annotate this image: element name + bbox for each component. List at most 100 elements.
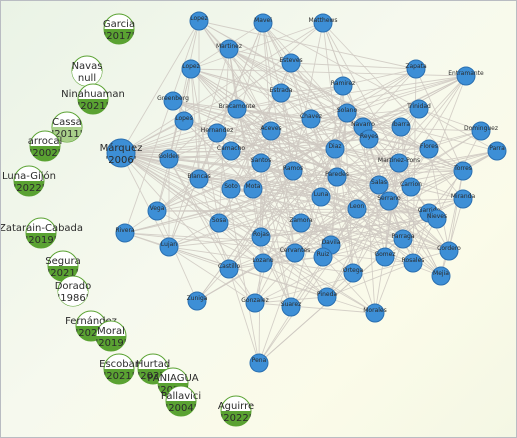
node-circle[interactable] <box>159 149 179 169</box>
node-circle[interactable] <box>325 139 345 159</box>
author-node-garcia[interactable]: Garcia'2017' <box>103 13 135 45</box>
node-circle[interactable] <box>365 303 385 323</box>
node-circle[interactable] <box>369 175 389 195</box>
node-circle[interactable] <box>471 121 491 141</box>
node-circle[interactable] <box>147 201 167 221</box>
coauthor-node[interactable]: Mejia <box>431 266 451 286</box>
node-circle[interactable] <box>313 247 333 267</box>
node-circle[interactable] <box>159 237 179 257</box>
coauthor-node[interactable]: Cervantes <box>280 243 311 263</box>
coauthor-node[interactable]: Lujan <box>159 237 179 257</box>
node-circle[interactable] <box>189 169 209 189</box>
coauthor-node[interactable]: Soto <box>221 179 241 199</box>
coauthor-node[interactable]: Luna <box>311 187 331 207</box>
coauthor-node[interactable]: Carrion <box>400 177 422 197</box>
coauthor-node[interactable]: Salas <box>369 175 389 195</box>
coauthor-node[interactable]: Entramante <box>448 66 484 86</box>
node-circle[interactable] <box>337 103 357 123</box>
node-circle[interactable] <box>389 153 409 173</box>
node-circle[interactable] <box>243 179 263 199</box>
coauthor-node[interactable]: Estrada <box>270 83 293 103</box>
node-circle[interactable] <box>327 167 347 187</box>
coauthor-node[interactable]: Mota <box>243 179 263 199</box>
node-circle[interactable] <box>431 266 451 286</box>
coauthor-node[interactable]: Rojas <box>251 227 271 247</box>
node-circle[interactable] <box>379 191 399 211</box>
coauthor-node[interactable]: Gonzalez <box>241 293 269 313</box>
coauthor-node[interactable]: Lozano <box>252 253 274 273</box>
coauthor-node[interactable]: Miranda <box>451 189 476 209</box>
node-circle[interactable] <box>453 161 473 181</box>
coauthor-node[interactable]: Martinez <box>216 39 242 59</box>
coauthor-node[interactable]: Parra <box>487 141 507 161</box>
node-circle[interactable] <box>249 353 269 373</box>
node-circle[interactable] <box>187 291 207 311</box>
coauthor-node[interactable]: Pineda <box>317 287 337 307</box>
coauthor-node[interactable]: Sosa <box>209 213 229 233</box>
node-circle[interactable] <box>409 99 429 119</box>
coauthor-node[interactable]: Suarez <box>281 297 301 317</box>
coauthor-node[interactable]: Aceves <box>260 121 282 141</box>
node-circle[interactable] <box>406 59 426 79</box>
node-circle[interactable] <box>343 263 363 283</box>
author-node-arrocal[interactable]: arrocal'2002' <box>28 130 62 162</box>
author-node-cassa[interactable]: Cassa'2011' <box>51 111 83 143</box>
node-circle[interactable] <box>313 13 333 33</box>
node-circle[interactable] <box>453 189 473 209</box>
node-circle[interactable] <box>251 153 271 173</box>
author-node-aguirre[interactable]: Aguirre'2022' <box>218 395 254 427</box>
node-circle[interactable] <box>253 253 273 273</box>
coauthor-node[interactable]: Ibarra <box>391 117 411 137</box>
node-circle[interactable] <box>219 259 239 279</box>
node-circle[interactable] <box>311 187 331 207</box>
node-circle[interactable] <box>403 253 423 273</box>
node-circle[interactable] <box>181 59 201 79</box>
coauthor-node[interactable]: Lopez <box>181 59 201 79</box>
node-circle[interactable] <box>291 213 311 233</box>
coauthor-node[interactable]: Greenberg <box>157 91 189 111</box>
coauthor-node[interactable]: Ramos <box>283 161 303 181</box>
coauthor-node[interactable]: Chavez <box>300 109 322 129</box>
coauthor-node[interactable]: Leon <box>347 199 367 219</box>
coauthor-node[interactable]: Bracamonte <box>219 99 256 119</box>
node-circle[interactable] <box>347 199 367 219</box>
coauthor-node[interactable]: Matthews <box>308 13 338 33</box>
coauthor-node[interactable]: Ruiz <box>313 247 333 267</box>
node-circle[interactable] <box>227 99 247 119</box>
node-circle[interactable] <box>285 243 305 263</box>
author-node-luna-gijon[interactable]: Luna-Gijón'2022' <box>2 165 56 197</box>
node-circle[interactable] <box>253 13 273 33</box>
node-circle[interactable] <box>209 213 229 233</box>
node-circle[interactable] <box>333 76 353 96</box>
author-node-moral[interactable]: Moral'2019' <box>95 320 127 352</box>
node-circle[interactable] <box>245 293 265 313</box>
coauthor-node[interactable]: Morales <box>363 303 387 323</box>
coauthor-node[interactable]: Dominguez <box>464 121 498 141</box>
node-circle[interactable] <box>301 109 321 129</box>
coauthor-node[interactable]: Esteves <box>279 53 303 73</box>
node-circle[interactable] <box>106 138 136 168</box>
coauthor-node[interactable]: Hernandez <box>201 123 234 143</box>
node-circle[interactable] <box>174 111 194 131</box>
node-circle[interactable] <box>317 287 337 307</box>
node-circle[interactable] <box>391 117 411 137</box>
coauthor-node[interactable]: Santos <box>251 153 271 173</box>
coauthor-node[interactable]: Blancas <box>187 169 211 189</box>
coauthor-node[interactable]: Pena <box>249 353 269 373</box>
node-circle[interactable] <box>221 179 241 199</box>
node-circle[interactable] <box>419 139 439 159</box>
coauthor-node[interactable]: Ortega <box>343 263 364 283</box>
node-circle[interactable] <box>251 227 271 247</box>
node-circle[interactable] <box>261 121 281 141</box>
coauthor-node[interactable]: Flores <box>419 139 439 159</box>
coauthor-node[interactable]: Mavel <box>253 13 273 33</box>
node-circle[interactable] <box>271 83 291 103</box>
node-circle[interactable] <box>163 91 183 111</box>
coauthor-node[interactable]: Castillo <box>218 259 240 279</box>
coauthor-node[interactable]: Martinez-Pons <box>378 153 420 173</box>
coauthor-node[interactable]: Zapata <box>405 59 427 79</box>
author-node-pallavicini[interactable]: Pallavici'2004' <box>161 385 201 417</box>
node-circle[interactable] <box>393 229 413 249</box>
coauthor-node[interactable]: Camacho <box>217 141 245 161</box>
